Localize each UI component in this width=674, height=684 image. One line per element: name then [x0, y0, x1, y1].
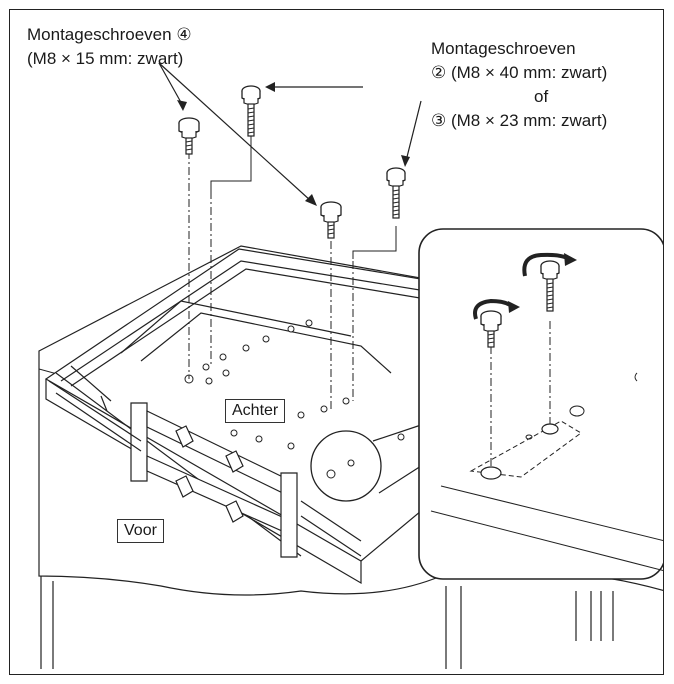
mount-bracket	[130, 402, 298, 558]
screws-4-title: Montageschroeven ④	[27, 25, 192, 44]
diagram-frame: Montageschroeven ④ (M8 × 15 mm: zwart) M…	[9, 9, 664, 675]
arrow-heads	[177, 82, 410, 206]
short-screw-left	[178, 117, 200, 155]
or-word: of	[534, 87, 549, 106]
side-rails	[48, 365, 362, 557]
alignment-lines	[188, 151, 354, 409]
back-label: Achter	[225, 399, 286, 423]
rotate-arrow-right	[522, 252, 571, 277]
connector-lines	[210, 131, 397, 259]
assembly-illustration	[38, 62, 663, 669]
zoom-circle	[310, 430, 382, 502]
front-label: Voor	[117, 519, 164, 543]
screws-2-spec: ② (M8 × 40 mm: zwart)	[431, 63, 608, 82]
long-screw-left	[241, 85, 261, 137]
screws-4-spec: (M8 × 15 mm: zwart)	[27, 49, 184, 68]
screws-3-spec: ③ (M8 × 23 mm: zwart)	[431, 111, 608, 130]
screws-23-title: Montageschroeven	[431, 39, 576, 58]
rotate-arrow-left	[473, 298, 515, 320]
short-screw-right	[320, 201, 342, 239]
long-screw-right	[386, 167, 406, 219]
stand-legs	[40, 576, 614, 669]
detail-inset	[418, 228, 663, 580]
callout-arrows	[158, 62, 422, 202]
